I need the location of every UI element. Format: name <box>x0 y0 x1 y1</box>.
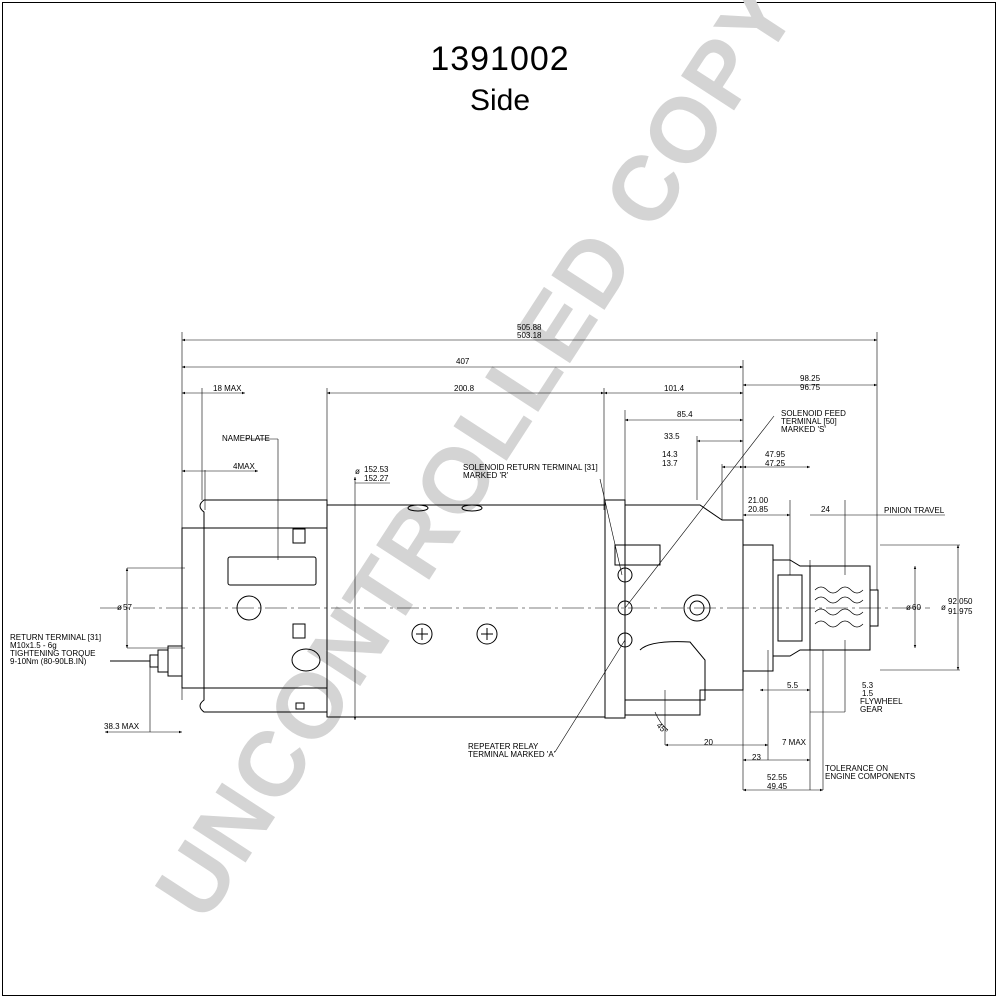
label-flywheel-1: FLYWHEEL <box>860 697 903 706</box>
dim-23: 23 <box>752 753 761 762</box>
part-number-title: 1391002 <box>430 40 570 78</box>
label-solenoid-feed-2: TERMINAL [50] <box>781 417 837 426</box>
label-pinion-travel: PINION TRAVEL <box>884 506 945 515</box>
dim-85-4: 85.4 <box>677 410 693 419</box>
dim-dia-57-symbol: ø <box>117 603 122 612</box>
dim-13-7: 13.7 <box>662 459 678 468</box>
dim-24: 24 <box>821 505 830 514</box>
dim-47-25: 47.25 <box>765 459 786 468</box>
label-return-terminal-1: RETURN TERMINAL [31] <box>10 633 101 642</box>
label-repeater-1: REPEATER RELAY <box>468 742 539 751</box>
dim-33-5: 33.5 <box>664 432 680 441</box>
dim-5-5: 5.5 <box>787 681 799 690</box>
label-return-terminal-2: M10x1.5 - 6g <box>10 641 57 650</box>
dim-96-75: 96.75 <box>800 383 821 392</box>
dim-dia-92-symbol: ø <box>941 603 946 612</box>
dim-20: 20 <box>704 738 713 747</box>
dim-52-55: 52.55 <box>767 773 788 782</box>
pinion-nose <box>742 544 879 672</box>
dim-dia-92-050: 92.050 <box>948 597 973 606</box>
dim-49-45: 49.45 <box>767 782 788 791</box>
callout-labels: NAMEPLATE PINION TRAVEL SOLENOID FEED TE… <box>10 409 945 781</box>
label-return-terminal-3: TIGHTENING TORQUE <box>10 649 96 658</box>
dim-dia-60-symbol: ø <box>906 603 911 612</box>
label-nameplate: NAMEPLATE <box>222 434 270 443</box>
label-solenoid-feed-3: MARKED 'S' <box>781 425 826 434</box>
dim-98-25: 98.25 <box>800 374 821 383</box>
dim-dia-152-27: 152.27 <box>364 474 389 483</box>
dim-dia-symbol: ø <box>355 467 360 476</box>
dim-overall-min: 503.18 <box>517 331 542 340</box>
dim-101-4: 101.4 <box>664 384 685 393</box>
dim-5-3: 5.3 <box>862 681 874 690</box>
label-solenoid-feed-1: SOLENOID FEED <box>781 409 846 418</box>
dim-7max: 7 MAX <box>782 738 807 747</box>
dim-overall-max: 505.88 <box>517 323 542 332</box>
dim-4max: 4MAX <box>233 462 255 471</box>
dim-dia-57: 57 <box>123 603 132 612</box>
label-flywheel-2: GEAR <box>860 705 883 714</box>
rear-end-cap <box>181 499 328 713</box>
dim-angle-45: 45° <box>655 721 670 736</box>
dim-200-8: 200.8 <box>454 384 475 393</box>
label-return-terminal-4: 9-10Nm (80-90LB.IN) <box>10 657 87 666</box>
dim-dia-152-53: 152.53 <box>364 465 389 474</box>
dim-38-3max: 38.3 MAX <box>104 722 140 731</box>
dim-407: 407 <box>456 357 470 366</box>
dim-20-85: 20.85 <box>748 505 769 514</box>
return-terminal-stud <box>110 645 183 677</box>
dim-14-3: 14.3 <box>662 450 678 459</box>
drive-end-housing <box>604 499 744 719</box>
label-solenoid-return-1: SOLENOID RETURN TERMINAL [31] <box>463 463 598 472</box>
view-title: Side <box>469 84 531 117</box>
dim-18max: 18 MAX <box>213 384 242 393</box>
dim-47-95: 47.95 <box>765 450 786 459</box>
label-solenoid-return-2: MARKED 'R' <box>463 471 509 480</box>
dimension-texts: 505.88 503.18 407 200.8 101.4 98.25 96.7… <box>104 323 973 791</box>
leader-lines <box>245 415 775 753</box>
dim-dia-60: 60 <box>912 603 921 612</box>
dim-1-5: 1.5 <box>862 689 874 698</box>
dim-dia-91-975: 91.975 <box>948 607 973 616</box>
label-tolerance-1: TOLERANCE ON <box>825 764 888 773</box>
dim-21-00: 21.00 <box>748 496 769 505</box>
label-tolerance-2: ENGINE COMPONENTS <box>825 772 915 781</box>
label-repeater-2: TERMINAL MARKED 'A' <box>468 750 556 759</box>
